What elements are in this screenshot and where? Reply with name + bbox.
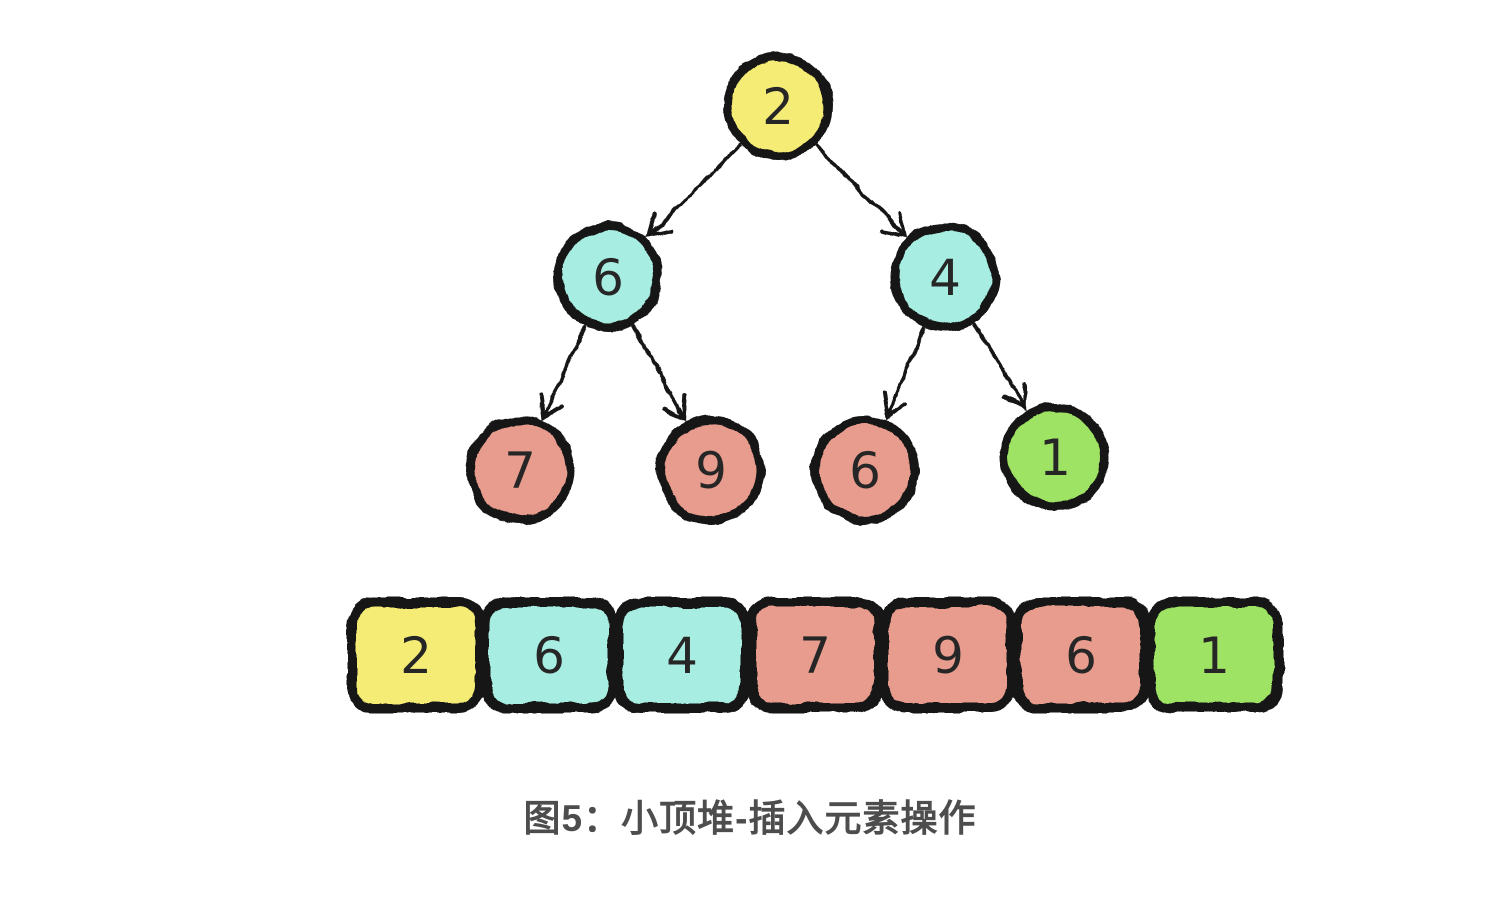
- tree-node-label: 9: [695, 442, 727, 500]
- array-cell-label: 1: [1198, 627, 1230, 685]
- array-row: [347, 597, 1283, 713]
- array-cell-label: 6: [1065, 627, 1097, 685]
- tree-node: [723, 51, 833, 161]
- tree-node-label: 4: [929, 249, 961, 307]
- tree-node-label: 6: [849, 442, 881, 500]
- tree-node: [465, 415, 575, 525]
- tree-node: [890, 222, 1000, 332]
- tree-node: [810, 415, 920, 525]
- tree-edge-arrow: [881, 326, 926, 420]
- tree-edge-arrow: [972, 322, 1028, 411]
- tree-nodes: [465, 51, 1110, 525]
- tree-edge-arrow: [646, 143, 741, 239]
- array-cell-label: 2: [400, 627, 432, 685]
- array-cell-label: 4: [666, 627, 698, 685]
- tree-node: [553, 222, 663, 332]
- tree-edges: [539, 143, 1028, 423]
- tree-node: [656, 415, 766, 525]
- tree-edge-arrow: [632, 324, 688, 423]
- array-cell: [1145, 597, 1283, 713]
- tree-node: [1000, 402, 1110, 512]
- tree-node-label: 1: [1039, 429, 1071, 487]
- figure-caption: 图5：小顶堆-插入元素操作: [523, 798, 977, 839]
- array-cell-label: 6: [533, 627, 565, 685]
- array-cell-label: 7: [799, 627, 831, 685]
- tree-node-label: 6: [592, 249, 624, 307]
- tree-node-label: 7: [504, 442, 536, 500]
- tree-edge-arrow: [815, 144, 908, 239]
- value-labels: 2 6 4 7 9 6 1 2 6 4 7 9 6 1: [400, 78, 1230, 685]
- tree-edge-arrow: [539, 326, 587, 421]
- tree-node-label: 2: [762, 78, 794, 136]
- array-cell-label: 9: [932, 627, 964, 685]
